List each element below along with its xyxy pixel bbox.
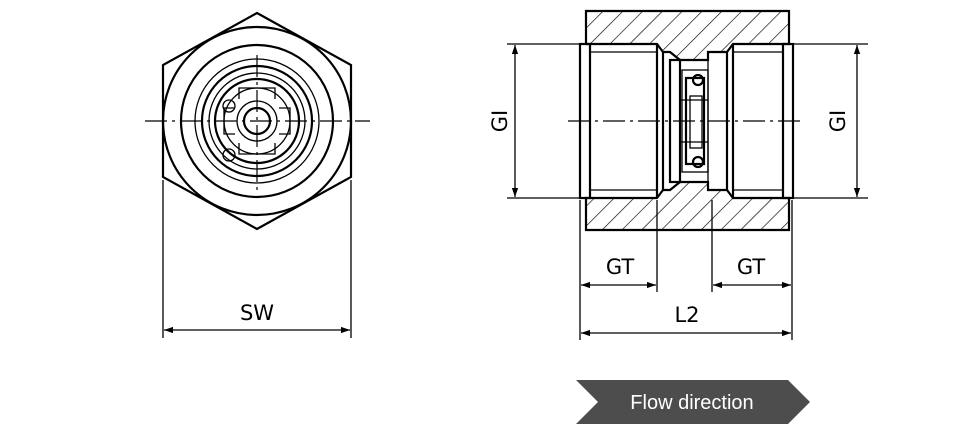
- gi-right-label: GI: [826, 110, 850, 132]
- flow-direction-indicator: Flow direction: [576, 380, 810, 424]
- flow-direction-arrow-shape: [576, 380, 810, 424]
- hex-outline: [161, 11, 353, 231]
- top-wall-section: [584, 9, 791, 62]
- gi-left-label: GI: [488, 110, 512, 132]
- side-section-view: GI GI GT GT L2: [488, 9, 868, 340]
- gt-right-label: GT: [737, 255, 766, 279]
- sw-label: SW: [240, 301, 274, 325]
- gt-left-label: GT: [606, 255, 635, 279]
- flow-direction-label: Flow direction: [630, 392, 753, 414]
- bottom-wall-section: [584, 180, 791, 232]
- l2-label: L2: [674, 303, 699, 327]
- front-view: SW: [145, 11, 370, 338]
